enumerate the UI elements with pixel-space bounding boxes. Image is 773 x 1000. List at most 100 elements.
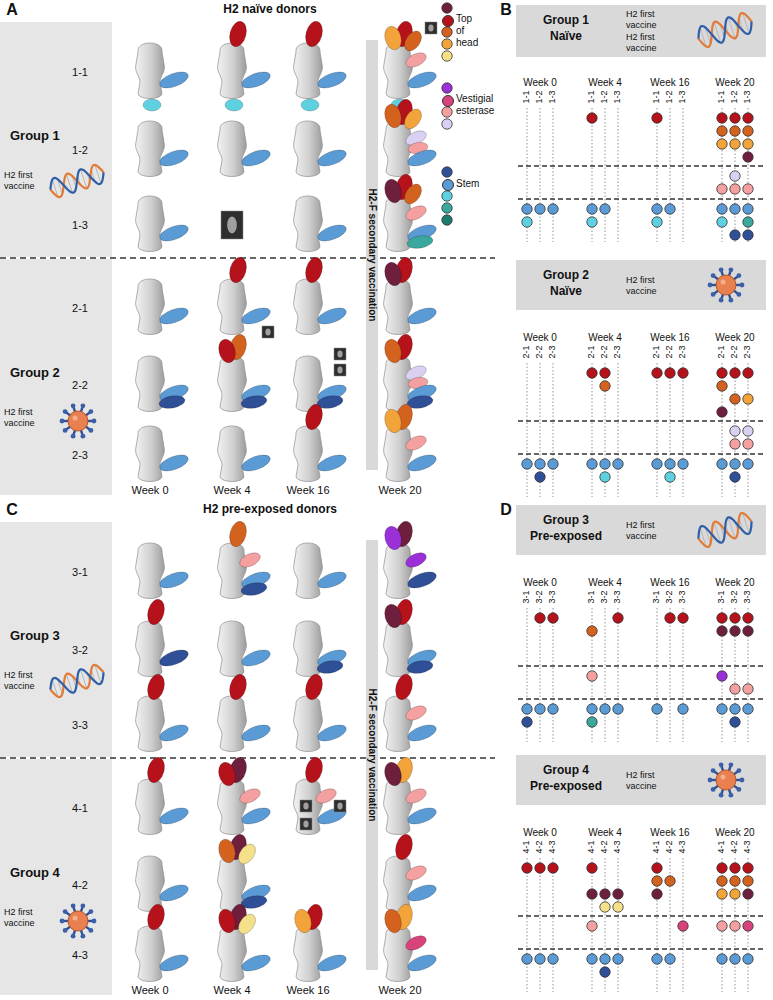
fab-density <box>225 99 243 111</box>
panel-letter: B <box>500 1 512 19</box>
fab-density <box>406 147 439 169</box>
epitope-dot <box>678 921 688 931</box>
legend-label: Stem <box>456 178 496 190</box>
fab-density <box>145 672 167 701</box>
legend-dot <box>442 3 452 13</box>
week-label: Week 20 <box>715 332 754 343</box>
donor-label: 2-3 <box>743 345 753 358</box>
fab-density <box>406 69 439 91</box>
timeline-guide <box>553 108 554 242</box>
fab-density <box>303 402 325 431</box>
week-label: Week 20 <box>378 984 421 996</box>
epitope-dot <box>743 704 753 714</box>
epitope-dot <box>613 459 623 469</box>
nanoparticle-spike-head <box>81 403 86 408</box>
epitope-dot <box>730 394 740 404</box>
fab-density <box>158 305 191 327</box>
fab-density <box>406 659 434 675</box>
nanoparticle-spike-head <box>737 292 742 297</box>
epitope-dot <box>600 967 610 977</box>
donor-label: 1-2 <box>72 144 88 156</box>
epitope-divider <box>518 665 764 666</box>
epitope-dot <box>652 368 662 378</box>
week-label: Week 20 <box>715 577 754 588</box>
fab-density <box>382 102 404 129</box>
nanoparticle-spike-head <box>89 428 94 433</box>
group-panel: Group 4H2 first vaccine <box>0 759 112 995</box>
epitope-dot <box>522 717 532 727</box>
donor-label: 3-1 <box>522 590 532 603</box>
epitope-dot <box>587 459 597 469</box>
epitope-dot <box>730 139 740 149</box>
donor-label: 4-1 <box>587 840 597 853</box>
epitope-dot <box>535 613 545 623</box>
epitope-dot <box>613 704 623 714</box>
nanoparticle-spike-head <box>719 793 724 798</box>
dna-strand <box>47 163 106 199</box>
epitope-dot <box>743 863 753 873</box>
epitope-dot <box>743 152 753 162</box>
epitope-dot <box>743 684 753 694</box>
ha-trimer <box>218 696 247 752</box>
epitope-dot <box>717 704 727 714</box>
group-title: Group 1 <box>516 13 616 27</box>
epitope-dot <box>522 217 532 227</box>
epitope-dot <box>665 876 675 886</box>
epitope-dot <box>730 626 740 636</box>
fab-density <box>227 255 249 284</box>
epitope-dot <box>743 626 753 636</box>
donor-label: 4-3 <box>743 840 753 853</box>
epitope-dot <box>717 459 727 469</box>
ha-trimer <box>136 426 165 482</box>
epitope-dot <box>665 204 675 214</box>
epitope-dot <box>613 954 623 964</box>
epitope-dot <box>743 426 753 436</box>
vaccination-label: H2-F secondary vaccination <box>367 686 378 825</box>
fab-density <box>403 933 428 953</box>
nanoparticle-spike-head <box>71 434 76 439</box>
epitope-dot <box>535 459 545 469</box>
week-label: Week 4 <box>588 577 622 588</box>
fab-density <box>240 647 273 669</box>
week-label: Week 0 <box>523 332 557 343</box>
class-average-particle <box>303 802 308 809</box>
legend-label: Top of head <box>456 13 480 49</box>
epitope-dot <box>587 217 597 227</box>
class-average <box>300 818 312 830</box>
epitope-dot <box>730 126 740 136</box>
vaccine-label: H2 first vaccine <box>4 407 46 429</box>
epitope-dot <box>587 626 597 636</box>
donor-label: 4-3 <box>548 840 558 853</box>
fab-density <box>406 569 439 591</box>
donor-label: 3-1 <box>652 590 662 603</box>
ha-trimer <box>136 856 165 912</box>
legend-dot <box>442 167 452 177</box>
epitope-dot <box>743 459 753 469</box>
nanoparticle-spike-head <box>89 909 94 914</box>
week-label: Week 4 <box>213 484 250 496</box>
ha-trimer <box>384 856 413 912</box>
dna-helix <box>695 11 755 49</box>
ha-trimer <box>294 121 323 177</box>
nanoparticle-spike-head <box>92 919 97 924</box>
week-label: Week 4 <box>588 332 622 343</box>
timeline-guide <box>670 108 671 242</box>
legend-dot <box>442 191 452 201</box>
fab-density <box>235 911 259 937</box>
epitope-dot <box>730 717 740 727</box>
nanoparticle-spike-head <box>71 903 76 908</box>
fab-density <box>403 703 428 723</box>
fab-density <box>158 647 191 669</box>
legend-dot <box>442 39 452 49</box>
ha-trimer <box>384 426 413 482</box>
fab-density <box>158 452 191 474</box>
fab-density <box>143 99 161 111</box>
epitope-dot <box>652 876 662 886</box>
epitope-dot <box>717 876 727 886</box>
epitope-dot <box>665 472 675 482</box>
fab-density <box>382 24 404 51</box>
nanoparticle-vaccine-icon <box>706 265 746 305</box>
dna-vaccine-icon <box>694 14 756 46</box>
fab-density <box>403 550 428 570</box>
class-average-particle <box>337 366 342 373</box>
